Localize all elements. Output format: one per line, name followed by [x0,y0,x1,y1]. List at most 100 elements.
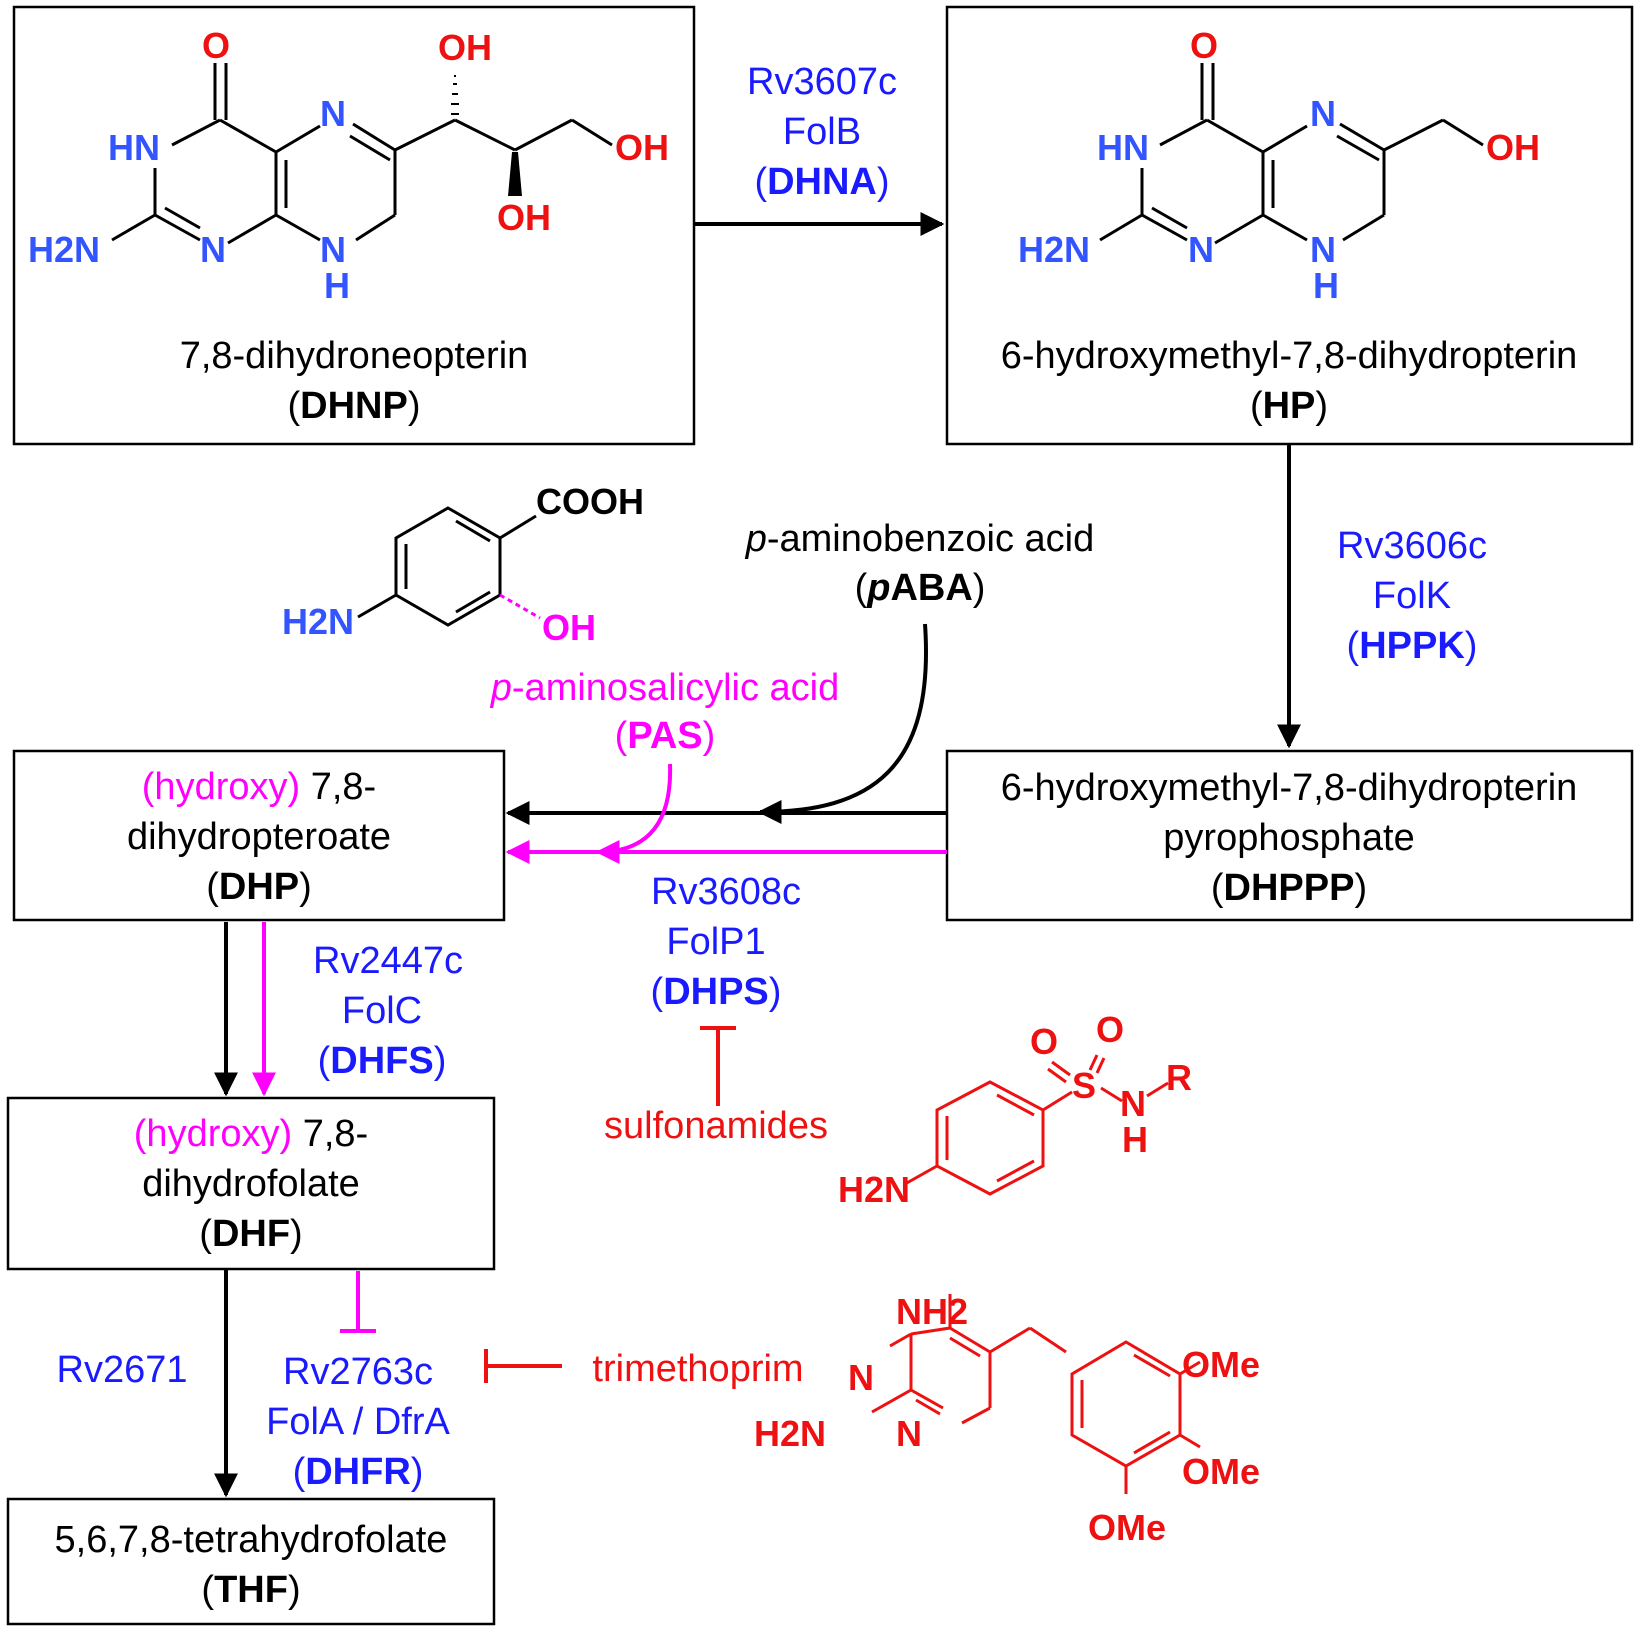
dhnp-oh-atom-3: OH [497,197,551,238]
trimethoprim-name: trimethoprim [592,1348,803,1390]
pas-structure: COOH OH H2N [282,481,644,648]
sulfonamide-s-atom: S [1072,1065,1096,1106]
paba-abbr-label: (pABA) [855,567,986,609]
dhf-abbr-label: (DHF) [199,1213,302,1255]
dhnp-hn-atom: HN [108,127,160,168]
pas-name-prefix: p [490,667,512,709]
folk-abbr: HPPK [1359,625,1465,667]
dhppp-box [945,749,1634,922]
thf-abbr: THF [214,1569,288,1611]
folp1-abbr-label: (DHPS) [651,971,782,1013]
trimethoprim-structure: NH2 N N H2N OMe OMe OMe [754,1291,1260,1548]
hp-hn-atom: HN [1097,127,1149,168]
dhf-line1-text: 7,8- [303,1113,368,1155]
dhnp-nh2-atom: H2N [28,229,100,270]
hp-abbr-label: (HP) [1250,385,1328,427]
dhnp-oh-atom-2: OH [615,127,669,168]
dhf-line1: (hydroxy) 7,8- [134,1113,368,1155]
dhf-box [6,1096,496,1271]
paba-abbr-prefix: p [866,567,890,609]
trimethoprim-nh2-left-atom: H2N [754,1413,826,1454]
sulfonamide-o2-atom: O [1096,1009,1124,1050]
folk-protein: FolK [1373,575,1451,617]
folk-abbr-label: (HPPK) [1347,625,1478,667]
dhnp-abbr-label: (DHNP) [288,385,421,427]
folp1-protein: FolP1 [666,921,765,963]
dhf-line2: dihydrofolate [142,1163,360,1205]
paba-name-prefix: p [745,518,767,560]
folp1-abbr: DHPS [663,971,769,1013]
pas-entry-arrow [595,763,673,864]
trimethoprim-n3-atom: N [896,1413,922,1454]
dhp-box [12,749,506,922]
thf-name: 5,6,7,8-tetrahydrofolate [55,1519,448,1561]
hp-n5-atom: N [1310,93,1336,134]
thf-abbr-label: (THF) [201,1569,300,1611]
trimethoprim-n1-atom: N [848,1357,874,1398]
trimethoprim-nh2-top-atom: NH2 [896,1291,968,1332]
hp-o-atom: O [1190,25,1218,66]
pas-abbr-label: (PAS) [615,715,716,757]
dhnp-oh-atom-1: OH [438,27,492,68]
dhp-line1: (hydroxy) 7,8- [142,766,376,808]
folc-protein: FolC [342,990,422,1032]
dhppp-name-line1: 6-hydroxymethyl-7,8-dihydropterin [1001,767,1578,809]
sulfonamide-r-atom: R [1166,1057,1192,1098]
dhnp-o-atom: O [202,25,230,66]
sulfonamide-o1-atom: O [1030,1021,1058,1062]
hp-box [945,5,1634,446]
hp-name: 6-hydroxymethyl-7,8-dihydropterin [1001,335,1578,377]
pas-cooh-atom: COOH [536,481,644,522]
folp1-gene: Rv3608c [651,871,801,913]
hp-n8h-atom: H [1313,265,1339,306]
pas-abbr: PAS [627,715,702,757]
fola-abbr-label: (DHFR) [293,1451,424,1493]
hp-oh-atom: OH [1486,127,1540,168]
dhnp-box [12,5,696,446]
paba-name-rest: -aminobenzoic acid [767,518,1094,560]
dhnp-abbr: DHNP [300,385,408,427]
paba-abbr-rest: ABA [890,567,972,609]
dhf-abbr: DHF [212,1213,290,1255]
trimethoprim-ome-3: OMe [1088,1507,1166,1548]
hp-n3-atom: N [1188,229,1214,270]
dhp-prefix: (hydroxy) [142,766,300,808]
dhnp-structure: O OH OH OH HN N N N H H2N [28,25,669,306]
folb-protein: FolB [783,111,861,153]
dhp-line1-text: 7,8- [311,766,376,808]
hp-abbr: HP [1263,385,1316,427]
paba-entry-arrow [757,623,928,824]
folb-abbr: DHNA [767,161,877,203]
dhp-line2: dihydropteroate [127,816,391,858]
pas-nh2-atom: H2N [282,601,354,642]
thf-box [6,1497,496,1626]
hp-structure: O OH HN N N N H H2N [1018,25,1540,306]
hp-n8-atom: N [1310,229,1336,270]
rv2671-gene: Rv2671 [57,1349,188,1391]
folc-abbr: DHFS [330,1040,433,1082]
pas-name: p-aminosalicylic acid [490,667,839,709]
dhppp-abbr-label: (DHPPP) [1211,867,1367,909]
dhf-prefix: (hydroxy) [134,1113,292,1155]
sulfonamides-name: sulfonamides [604,1105,828,1147]
trimethoprim-ome-1: OMe [1182,1344,1260,1385]
trimethoprim-ome-2: OMe [1182,1451,1260,1492]
dhp-abbr: DHP [219,866,299,908]
dhppp-name-line2: pyrophosphate [1163,817,1414,859]
sulfonamide-n-atom: N [1120,1083,1146,1124]
fola-abbr: DHFR [305,1451,411,1493]
paba-name: p-aminobenzoic acid [745,518,1095,560]
folc-abbr-label: (DHFS) [318,1040,447,1082]
fola-gene: Rv2763c [283,1351,433,1393]
sulfonamide-structure: O O S N H R H2N [838,1009,1192,1210]
fola-protein: FolA / DfrA [266,1401,450,1443]
dhp-abbr-label: (DHP) [206,866,312,908]
pas-oh-atom: OH [542,607,596,648]
folk-gene: Rv3606c [1337,525,1487,567]
dhnp-n3-atom: N [200,229,226,270]
dhnp-n8h-atom: H [324,265,350,306]
folb-gene: Rv3607c [747,61,897,103]
folb-abbr-label: (DHNA) [754,161,889,203]
hp-nh2-atom: H2N [1018,229,1090,270]
